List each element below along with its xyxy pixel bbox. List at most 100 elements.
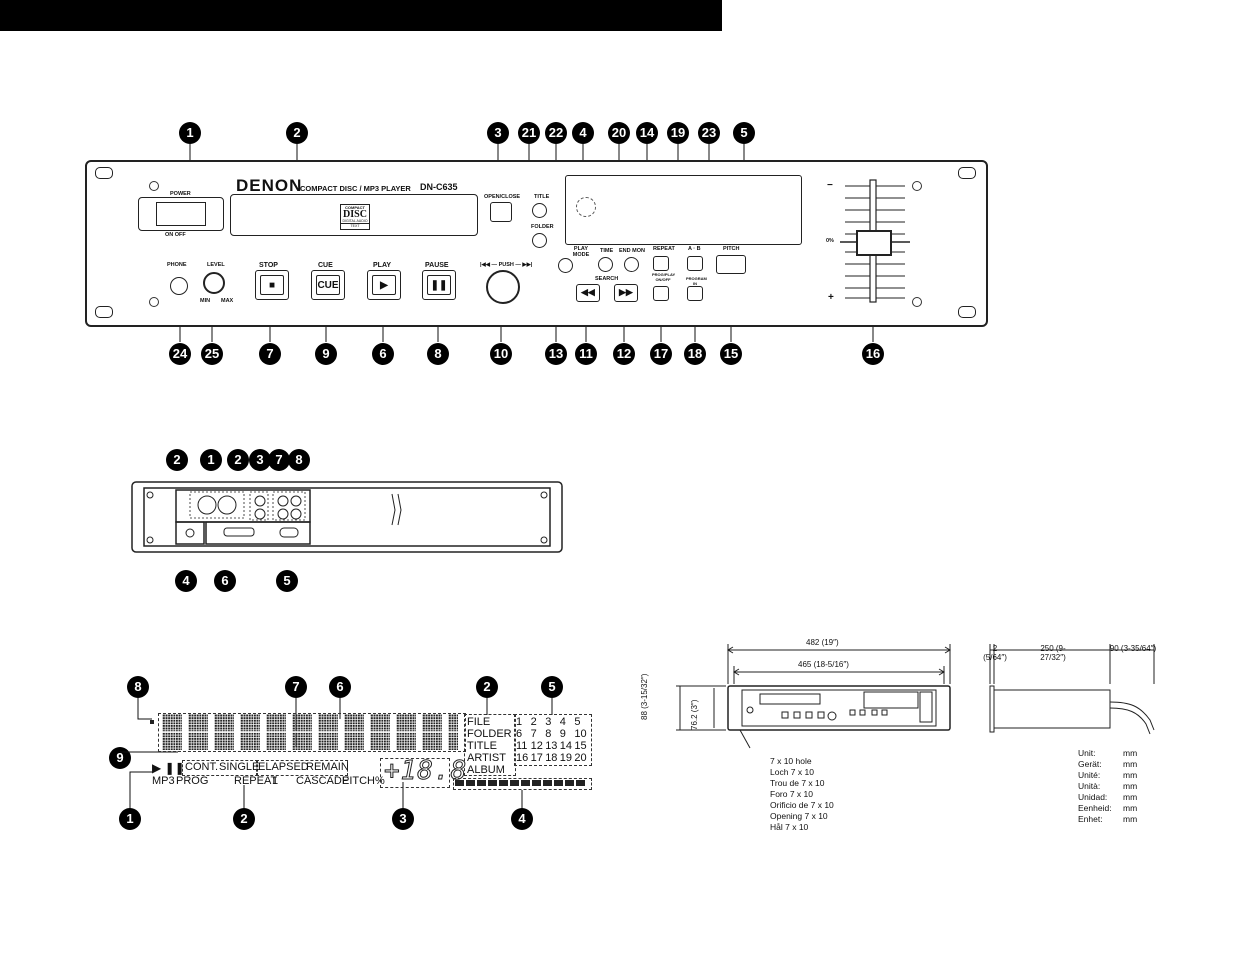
search-forward-button[interactable]: ▶▶: [614, 284, 638, 302]
indicator-title: TITLE: [467, 740, 497, 752]
play-mode-button[interactable]: [558, 258, 573, 273]
stop-button[interactable]: ■: [255, 270, 289, 300]
mount-hole: [95, 167, 113, 179]
disc-tray[interactable]: [230, 194, 478, 236]
callout-10: 10: [490, 343, 512, 365]
unit-row: Enhet:mm: [1078, 814, 1138, 824]
disp-callout-6: 6: [329, 676, 351, 698]
dim-inner-width: 465 (18-5/16″): [798, 660, 849, 669]
remote-sensor: [576, 197, 596, 217]
dim-total-width: 482 (19″): [806, 638, 839, 647]
callout-14: 14: [636, 122, 658, 144]
pitch-zero-label: 0%: [826, 238, 834, 244]
power-state-label: ON OFF: [165, 232, 186, 238]
indicator-artist: ARTIST: [467, 752, 506, 764]
program-in-button[interactable]: [687, 286, 703, 301]
rear-callout-8: 8: [288, 449, 310, 471]
cue-button[interactable]: CUE: [311, 270, 345, 300]
time-label: TIME: [600, 248, 614, 254]
rear-callout-1: 1: [200, 449, 222, 471]
stop-icon: ■: [268, 279, 276, 291]
disp-callout-2b: 2: [233, 808, 255, 830]
level-min-label: MIN: [200, 298, 211, 304]
callout-6: 6: [372, 343, 394, 365]
unit-row: Eenheid:mm: [1078, 803, 1138, 813]
callout-24: 24: [169, 343, 191, 365]
ab-label: A · B: [688, 246, 701, 252]
end-mon-label: END MON: [619, 248, 645, 254]
play-label: PLAY: [373, 262, 392, 269]
model-name: DN-C635: [420, 182, 458, 192]
unit-row: Unit:mm: [1078, 748, 1138, 758]
dot-matrix-outline: [158, 713, 466, 752]
display-window: [565, 175, 802, 245]
folder-button[interactable]: [532, 233, 547, 248]
callout-1: 1: [179, 122, 201, 144]
rewind-icon: ◀◀: [581, 287, 595, 297]
cascade-indicator: CASCADE: [296, 775, 350, 787]
open-close-button[interactable]: [490, 202, 512, 222]
level-meter-box: [453, 778, 592, 790]
title-button[interactable]: [532, 203, 547, 218]
end-mon-button[interactable]: [624, 257, 639, 272]
phone-jack[interactable]: [170, 277, 188, 295]
dim-rear-depth: 90 (3-35/64″): [1109, 644, 1157, 653]
pitch-button[interactable]: [716, 255, 746, 274]
unit-table: Unit:mm Gerät:mm Unité:mm Unità:mm Unida…: [1078, 748, 1137, 825]
callout-7: 7: [259, 343, 281, 365]
disp-callout-2: 2: [476, 676, 498, 698]
cont-single-box: [182, 760, 258, 776]
pitch-label: PITCH: [723, 246, 740, 252]
callout-19: 19: [667, 122, 689, 144]
jog-dial[interactable]: [486, 270, 520, 304]
prog-play-label: PROG/PLAY ON/OFF: [652, 272, 676, 282]
remain-indicator: REMAIN: [306, 761, 349, 773]
power-button[interactable]: [156, 202, 206, 226]
callout-5: 5: [733, 122, 755, 144]
play-pause-indicator: ▶ ❚❚: [152, 761, 185, 775]
title-label: TITLE: [534, 194, 550, 200]
play-icon: ▶: [380, 279, 388, 291]
rear-callout-2: 2: [166, 449, 188, 471]
unit-row: Gerät:mm: [1078, 759, 1138, 769]
pause-button[interactable]: ❚❚: [422, 270, 456, 300]
ab-button[interactable]: [687, 256, 703, 271]
play-button[interactable]: ▶: [367, 270, 401, 300]
pitch-percent-indicator: PITCH%: [342, 775, 385, 787]
level-max-label: MAX: [221, 298, 234, 304]
level-knob[interactable]: [203, 272, 225, 294]
unit-row: Unité:mm: [1078, 770, 1138, 780]
cont-indicator: CONT.: [185, 761, 218, 773]
dim-inner-height: 76.2 (3″): [690, 699, 699, 730]
power-switch-housing: [138, 197, 224, 231]
play-mode-label: PLAY MODE: [572, 246, 590, 258]
repeat-indicator: REPEAT: [234, 775, 278, 787]
callout-9: 9: [315, 343, 337, 365]
rear-panel-drawing: [131, 481, 563, 553]
pitch-minus-label: −: [827, 180, 833, 191]
callout-11: 11: [575, 343, 597, 365]
rear-callout-2b: 2: [227, 449, 249, 471]
search-back-button[interactable]: ◀◀: [576, 284, 600, 302]
dimension-drawing: [676, 644, 1155, 749]
disp-callout-8: 8: [127, 676, 149, 698]
repeat-button[interactable]: [653, 256, 669, 271]
dot-matrix-display: [150, 714, 458, 750]
disp-callout-5: 5: [541, 676, 563, 698]
disp-callout-7: 7: [285, 676, 307, 698]
phone-label: PHONE: [167, 262, 187, 268]
pause-icon: ❚❚: [430, 279, 448, 291]
disp-callout-4: 4: [511, 808, 533, 830]
time-button[interactable]: [598, 257, 613, 272]
pitch-value: +18.8: [383, 756, 468, 787]
pitch-plus-label: +: [828, 292, 834, 303]
indicator-folder: FOLDER: [467, 728, 512, 740]
folder-label: FOLDER: [531, 224, 554, 230]
mount-hole: [95, 306, 113, 318]
prog-play-button[interactable]: [653, 286, 669, 301]
rear-callout-6: 6: [214, 570, 236, 592]
pitch-slider-knob[interactable]: [856, 230, 892, 256]
screw: [149, 181, 159, 191]
rear-callout-7: 7: [268, 449, 290, 471]
power-label: POWER: [170, 191, 191, 197]
